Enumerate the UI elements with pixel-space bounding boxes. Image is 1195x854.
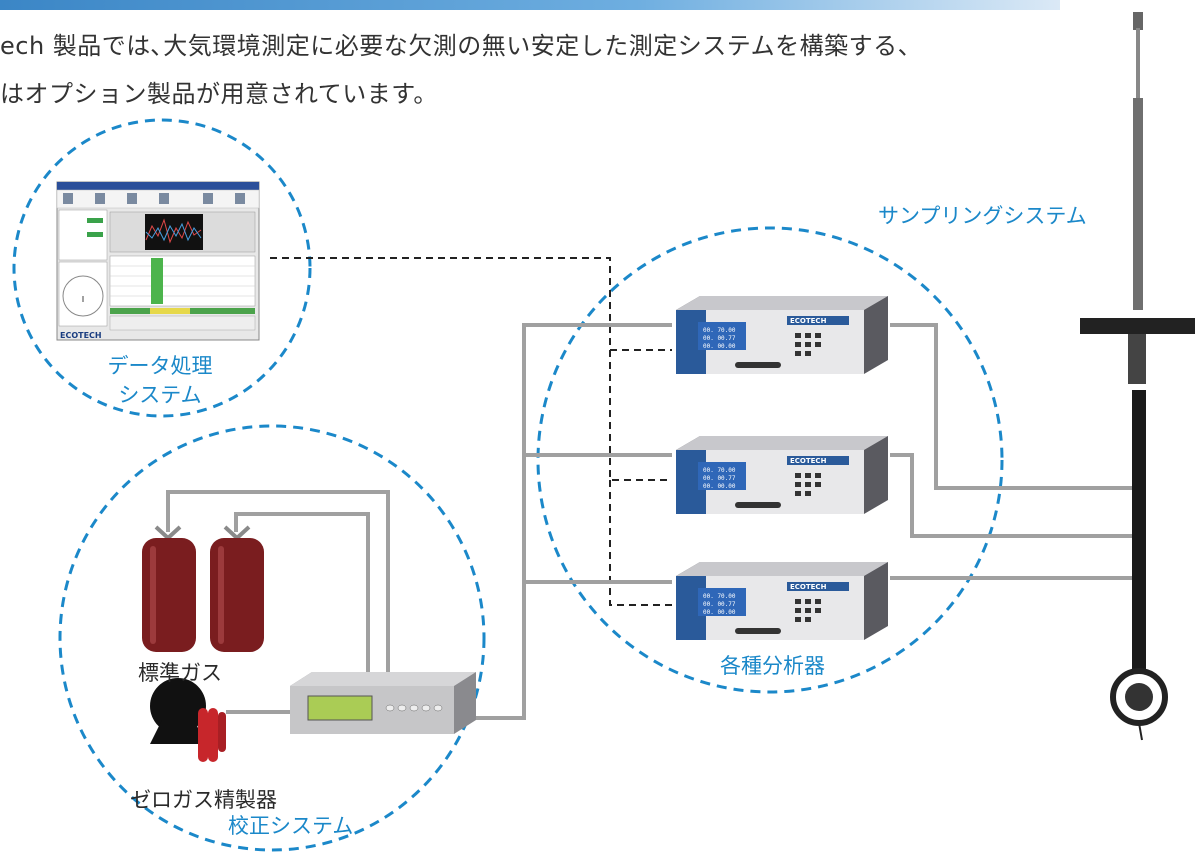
display-row-1: 00. 70.00 [703,327,736,334]
data-processing-label-line-2: システム [118,383,202,407]
display-row-1: 00. 70.00 [703,593,736,600]
zero-gas-generator-icon [150,678,226,762]
intro-line-1: ech 製品では､大気環境測定に必要な欠測の無い安定した測定システムを構築する、 [0,32,923,60]
data-cables [270,257,672,606]
analyzers-group-outline [536,226,1004,694]
analyzer-logo: ECOTECH [790,583,827,591]
display-row-2: 00. 00.77 [703,601,736,608]
calibrator-unit [290,672,476,734]
sampling-mast [1080,12,1195,741]
standard-gas-label: 標準ガス [138,661,222,685]
display-row-3: 00. 00.00 [703,483,736,490]
display-row-2: 00. 00.77 [703,475,736,482]
display-row-1: 00. 70.00 [703,467,736,474]
software-screenshot: ECOTECH [56,181,260,341]
analyzer-unit-1: 00. 70.00 00. 00.77 00. 00.00 ECOTECH [676,296,888,374]
zero-gas-generator-label: ゼロガス精製器 [130,788,277,812]
analyzer-logo: ECOTECH [790,457,827,465]
data-processing-label-line-1: データ処理 [107,354,213,378]
sampling-system-label: サンプリングシステム [878,204,1087,228]
software-logo-text: ECOTECH [60,331,102,340]
gas-cylinder-1 [142,525,196,652]
calibration-group-outline [58,424,486,852]
analyzers-label: 各種分析器 [720,654,825,678]
data-processing-group-outline [12,118,312,418]
display-row-3: 00. 00.00 [703,609,736,616]
gas-pipes [166,323,1136,720]
gas-cylinder-2 [210,525,264,652]
data-processing-label: データ処理 システム [100,352,220,410]
analyzer-unit-3: 00. 70.00 00. 00.77 00. 00.00 ECOTECH [676,562,888,640]
header-gradient-bar [0,0,1060,10]
display-row-3: 00. 00.00 [703,343,736,350]
analyzer-unit-2: 00. 70.00 00. 00.77 00. 00.00 ECOTECH [676,436,888,514]
intro-line-2: はオプション製品が用意されています。 [0,80,438,108]
calibration-system-label: 校正システム [228,814,354,838]
analyzer-logo: ECOTECH [790,317,827,325]
display-row-2: 00. 00.77 [703,335,736,342]
